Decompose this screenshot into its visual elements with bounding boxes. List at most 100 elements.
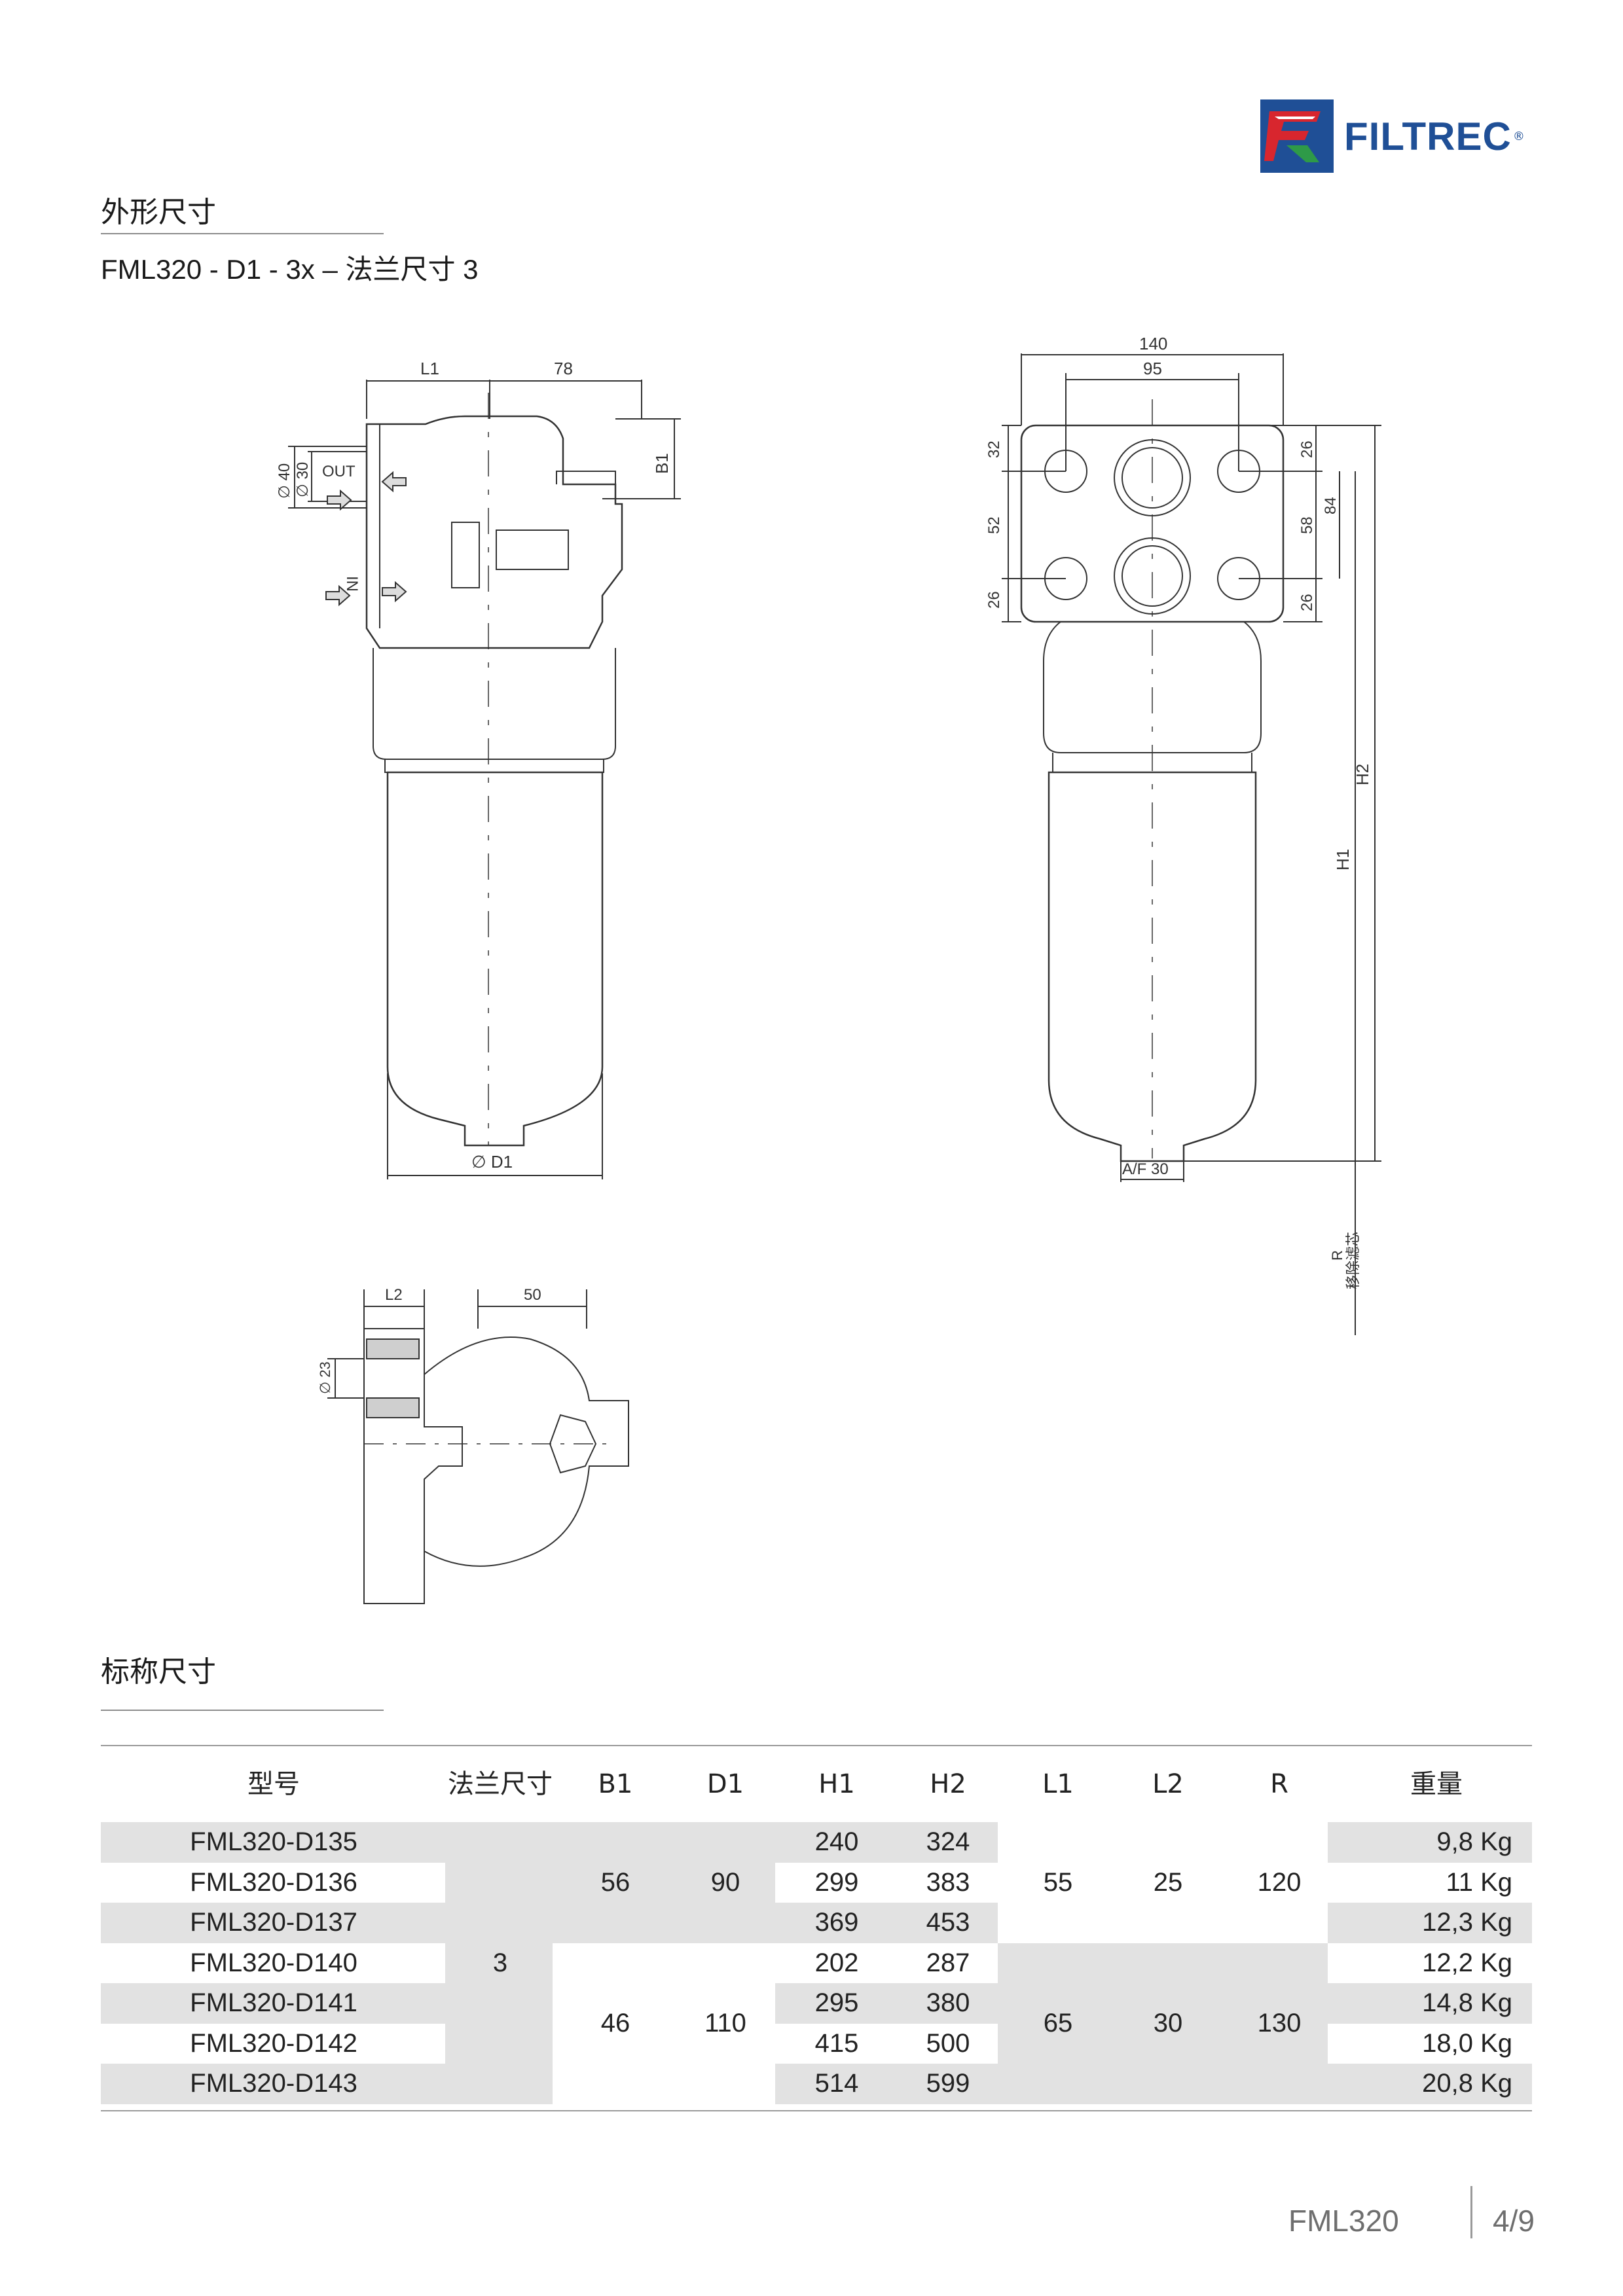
weight-row-shade bbox=[1328, 1822, 1532, 1863]
dim-h2: H2 bbox=[1353, 764, 1372, 785]
weight-cell: 9,8 Kg bbox=[1436, 1827, 1512, 1856]
model-row-shade bbox=[101, 1983, 445, 2024]
h2-cell: 599 bbox=[926, 2069, 970, 2098]
h2-cell: 453 bbox=[926, 1908, 970, 1937]
h2-cell: 500 bbox=[926, 2028, 970, 2058]
model-cell: FML320-D142 bbox=[190, 2028, 357, 2058]
model-cell: FML320-D136 bbox=[190, 1867, 357, 1897]
group-b-shade bbox=[998, 1943, 1328, 2104]
model-cell: FML320-D140 bbox=[190, 1948, 357, 1977]
section-title-dimensions: 外形尺寸 bbox=[101, 196, 216, 229]
filtrec-logo-icon bbox=[1260, 99, 1334, 173]
dim-52: 52 bbox=[985, 516, 1003, 534]
dim-32: 32 bbox=[985, 440, 1003, 458]
dim-b1: B1 bbox=[652, 453, 672, 474]
l1-cell: 65 bbox=[1043, 2008, 1073, 2037]
drawing-subtitle: FML320 - D1 - 3x – 法兰尺寸 3 bbox=[101, 254, 479, 285]
h1-cell: 369 bbox=[814, 1908, 859, 1937]
r-cell: 130 bbox=[1257, 2008, 1302, 2037]
table-bottom-rule bbox=[101, 2110, 1532, 2111]
h-row-shade bbox=[775, 1822, 998, 1863]
dim-50: 50 bbox=[524, 1286, 541, 1304]
table-header: H2 bbox=[930, 1769, 966, 1799]
model-cell: FML320-D141 bbox=[190, 1988, 357, 2017]
table-header: L2 bbox=[1152, 1769, 1184, 1799]
table-header: D1 bbox=[706, 1769, 744, 1799]
h-row-shade bbox=[775, 1983, 998, 2024]
h2-cell: 287 bbox=[926, 1948, 970, 1977]
model-cell: FML320-D137 bbox=[190, 1908, 357, 1937]
b1-cell: 56 bbox=[600, 1867, 630, 1897]
dim-l2: L2 bbox=[385, 1286, 403, 1304]
dim-26b: 26 bbox=[1298, 440, 1316, 458]
dim-af30: A/F 30 bbox=[1122, 1160, 1169, 1178]
model-cell: FML320-D143 bbox=[190, 2069, 357, 2098]
h1-cell: 295 bbox=[814, 1988, 859, 2017]
weight-cell: 20,8 Kg bbox=[1422, 2069, 1512, 2098]
dim-r: R bbox=[1329, 1250, 1345, 1261]
dim-58: 58 bbox=[1298, 516, 1316, 534]
b1-cell: 46 bbox=[600, 2008, 630, 2037]
weight-cell: 12,3 Kg bbox=[1422, 1908, 1512, 1937]
h1-cell: 202 bbox=[814, 1948, 859, 1977]
d1-cell: 110 bbox=[704, 2008, 746, 2037]
dim-l1: L1 bbox=[420, 359, 439, 378]
table-header: R bbox=[1270, 1769, 1288, 1799]
model-row-shade bbox=[101, 2064, 445, 2104]
l2-cell: 30 bbox=[1153, 2008, 1183, 2037]
h-row-shade bbox=[775, 1903, 998, 1943]
dim-h1: H1 bbox=[1333, 849, 1353, 870]
dim-d1: ∅ D1 bbox=[471, 1152, 513, 1172]
label-out: OUT bbox=[322, 463, 356, 480]
side-view-drawing: L1 78 B1 ∅ 40 ∅ 30 OUT IN ∅ D1 bbox=[276, 359, 681, 1179]
h2-cell: 380 bbox=[926, 1988, 970, 2017]
model-row-shade bbox=[101, 1822, 445, 1863]
weight-row-shade bbox=[1328, 2064, 1532, 2104]
flange-col-shade bbox=[445, 1822, 553, 2104]
dim-95: 95 bbox=[1143, 359, 1162, 378]
dim-140: 140 bbox=[1139, 334, 1167, 353]
h1-cell: 514 bbox=[814, 2069, 859, 2098]
dim-78: 78 bbox=[554, 359, 573, 378]
front-view-drawing: 140 95 32 52 26 26 58 26 84 H1 H2 A/F 30… bbox=[985, 334, 1381, 1335]
dim-26c: 26 bbox=[1298, 594, 1316, 611]
table-header: 型号 bbox=[247, 1769, 300, 1799]
footer-page-number: 4/9 bbox=[1493, 2204, 1535, 2238]
footer-separator bbox=[1470, 2186, 1472, 2238]
section-title-rule-2 bbox=[101, 1710, 384, 1711]
table-header: 重量 bbox=[1410, 1769, 1463, 1799]
brand-logo: FILTREC ® bbox=[1260, 97, 1535, 175]
weight-cell: 18,0 Kg bbox=[1422, 2028, 1512, 2058]
h1-cell: 299 bbox=[814, 1867, 859, 1897]
brand-name: FILTREC bbox=[1344, 114, 1512, 158]
table-header: L1 bbox=[1042, 1769, 1074, 1799]
footer-doc-name: FML320 bbox=[1288, 2204, 1399, 2238]
weight-cell: 11 Kg bbox=[1446, 1867, 1512, 1897]
weight-row-shade bbox=[1328, 1983, 1532, 2024]
h2-cell: 383 bbox=[926, 1867, 970, 1897]
h1-cell: 240 bbox=[814, 1827, 859, 1856]
table-top-rule bbox=[101, 1745, 1532, 1746]
l1-cell: 55 bbox=[1043, 1867, 1073, 1897]
dim-26a: 26 bbox=[985, 591, 1003, 609]
weight-cell: 14,8 Kg bbox=[1422, 1988, 1512, 2017]
h-row-shade bbox=[775, 2064, 998, 2104]
section-title-rule bbox=[101, 233, 384, 234]
model-cell: FML320-D135 bbox=[190, 1827, 357, 1856]
dim-d40: ∅ 40 bbox=[276, 463, 293, 499]
table-header: 法兰尺寸 bbox=[448, 1769, 553, 1799]
l2-cell: 25 bbox=[1153, 1867, 1183, 1897]
r-cell: 120 bbox=[1257, 1867, 1302, 1897]
top-view-drawing: L2 50 ∅ 23 bbox=[317, 1286, 629, 1604]
d1-cell: 90 bbox=[710, 1867, 740, 1897]
group-a-shade bbox=[553, 1822, 775, 1943]
dim-d23: ∅ 23 bbox=[317, 1361, 333, 1394]
model-row-shade bbox=[101, 1903, 445, 1943]
table-header: B1 bbox=[598, 1769, 633, 1799]
label-in: IN bbox=[343, 576, 361, 592]
dim-d30: ∅ 30 bbox=[294, 462, 312, 497]
registered-mark: ® bbox=[1512, 129, 1525, 143]
weight-row-shade bbox=[1328, 1903, 1532, 1943]
weight-cell: 12,2 Kg bbox=[1422, 1948, 1512, 1977]
h2-cell: 324 bbox=[926, 1827, 970, 1856]
